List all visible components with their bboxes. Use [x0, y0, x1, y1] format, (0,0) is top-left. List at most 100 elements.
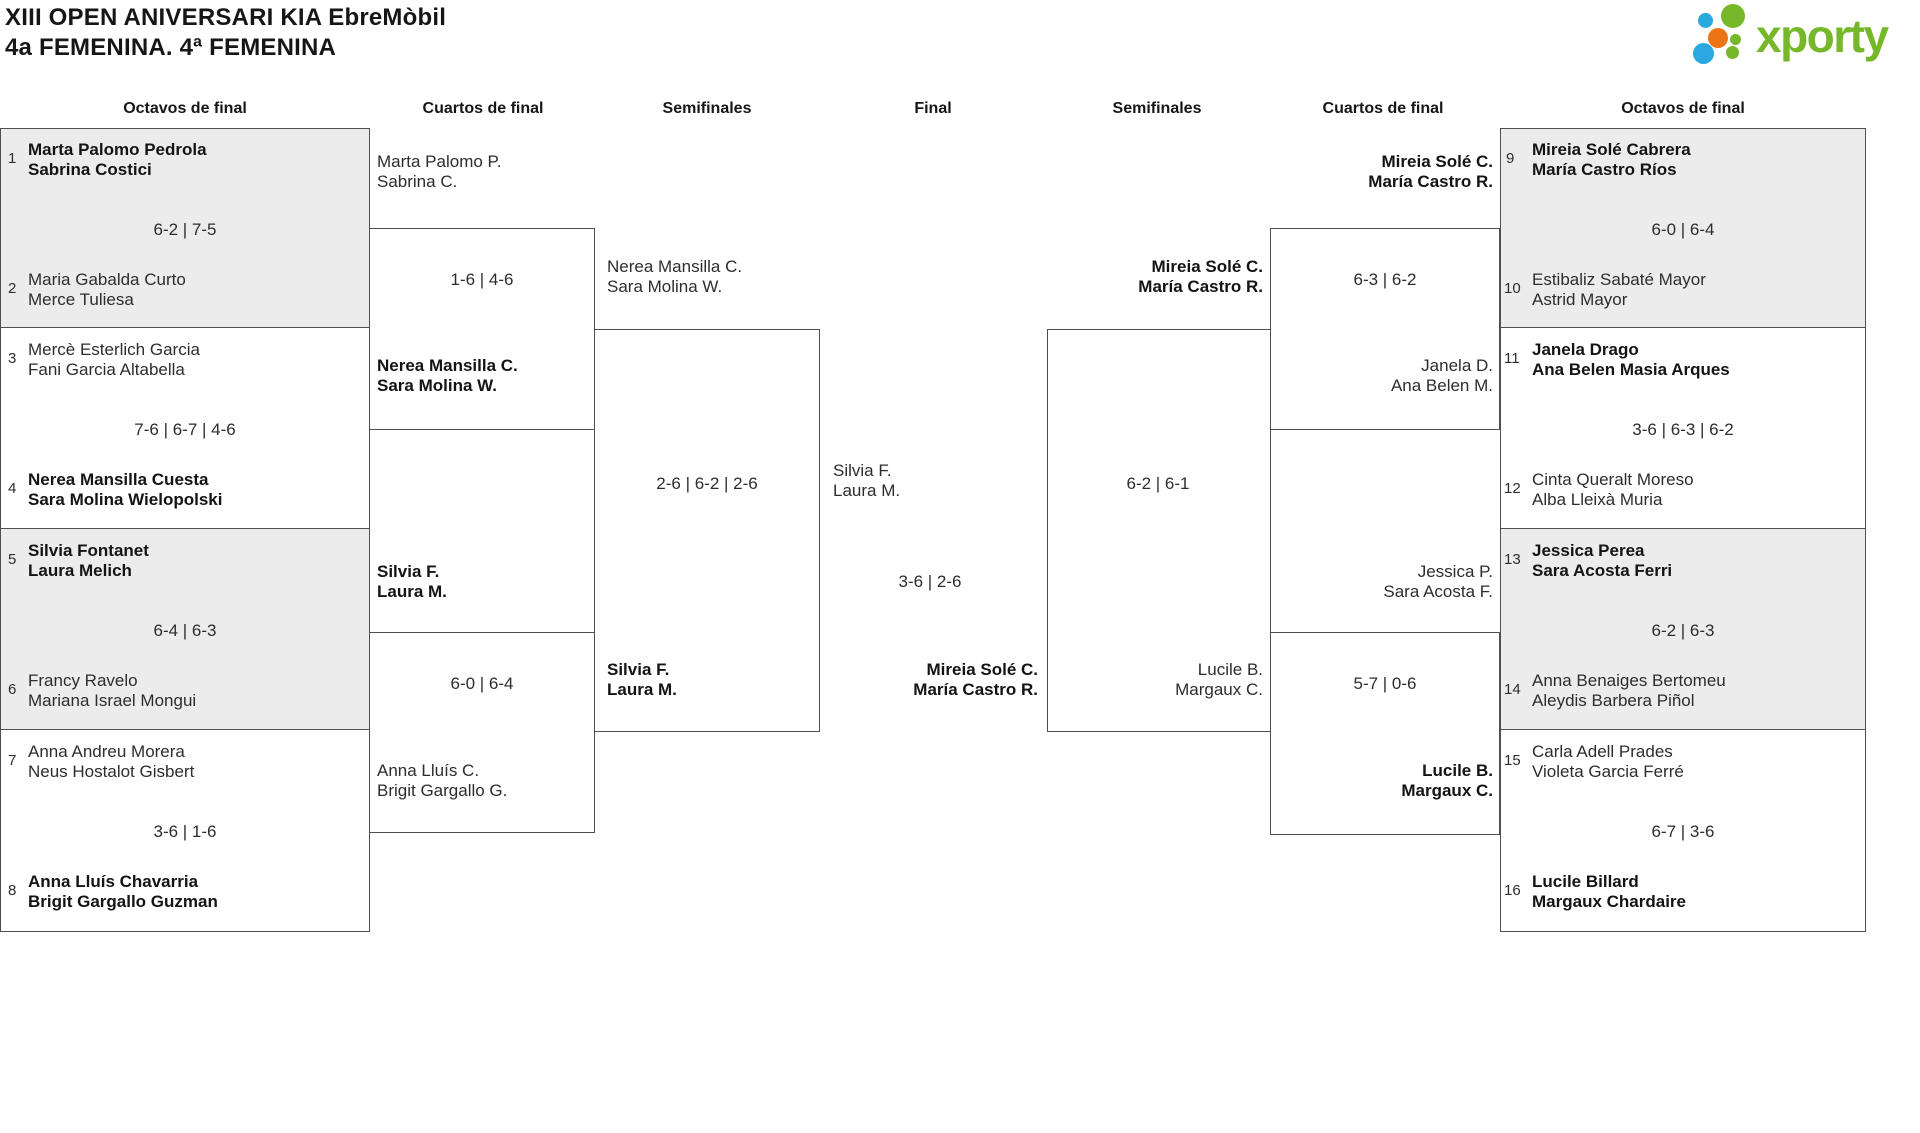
player-name: Sara Acosta Ferri — [1532, 560, 1673, 580]
team-pair: Lucile Billard Margaux Chardaire — [1532, 872, 1686, 911]
player-name: Lucile Billard — [1532, 872, 1639, 891]
player-name: Sabrina C. — [377, 171, 458, 191]
team-pair: Cinta Queralt Moreso Alba Lleixà Muria — [1532, 470, 1694, 509]
match-score: 7-6 | 6-7 | 4-6 — [134, 420, 236, 439]
column-header-semifinales-right: Semifinales — [1112, 100, 1202, 117]
seed-number: 8 — [8, 882, 17, 899]
player-name: Anna Lluís Chavarria — [28, 872, 199, 891]
team-pair: Jessica P. Sara Acosta F. — [1383, 562, 1493, 601]
player-name: Ana Belen Masia Arques — [1532, 359, 1730, 379]
player-name: Jessica Perea — [1532, 541, 1645, 560]
player-name: Sara Molina Wielopolski — [28, 489, 223, 509]
player-name: Mireia Solé C. — [926, 660, 1038, 679]
team-pair: Nerea Mansilla C. Sara Molina W. — [377, 356, 518, 395]
team-pair: Carla Adell Prades Violeta Garcia Ferré — [1532, 742, 1684, 781]
match-score: 6-2 | 6-3 — [1651, 621, 1715, 640]
seed-number: 5 — [8, 551, 17, 568]
match-box-qf-right-top — [1270, 228, 1500, 430]
player-name: Cinta Queralt Moreso — [1532, 470, 1694, 489]
player-name: Laura M. — [607, 679, 677, 699]
player-name: Mireia Solé C. — [1151, 257, 1263, 276]
player-name: Marta Palomo P. — [377, 152, 502, 171]
player-name: Fani Garcia Altabella — [28, 359, 185, 379]
team-pair: Janela D. Ana Belen M. — [1391, 356, 1493, 395]
match-score: 6-4 | 6-3 — [153, 621, 217, 640]
player-name: Carla Adell Prades — [1532, 742, 1673, 761]
seed-number: 10 — [1504, 280, 1521, 297]
team-pair: Lucile B. Margaux C. — [1401, 761, 1493, 800]
match-box-r16-11-12 — [1500, 327, 1866, 529]
player-name: Lucile B. — [1422, 761, 1493, 780]
column-header-octavos-right: Octavos de final — [1621, 100, 1745, 117]
match-score: 5-7 | 0-6 — [1353, 674, 1417, 693]
team-pair: Mireia Solé C. María Castro R. — [913, 660, 1038, 699]
seed-number: 13 — [1504, 551, 1521, 568]
player-name: Lucile B. — [1197, 660, 1263, 679]
logo-dot-orange — [1708, 28, 1728, 48]
player-name: Sara Molina W. — [377, 375, 497, 395]
team-pair: Nerea Mansilla Cuesta Sara Molina Wielop… — [28, 470, 222, 509]
match-score: 3-6 | 2-6 — [898, 572, 962, 591]
team-pair: Silvia F. Laura M. — [607, 660, 677, 699]
match-box-qf-right-bottom — [1270, 632, 1500, 835]
seed-number: 9 — [1506, 150, 1515, 167]
player-name: Janela D. — [1421, 356, 1493, 375]
player-name: Brigit Gargallo Guzman — [28, 891, 218, 911]
match-score: 6-7 | 3-6 — [1651, 822, 1715, 841]
seed-number: 1 — [8, 150, 17, 167]
logo-dot-green-large — [1721, 4, 1745, 28]
team-pair: Lucile B. Margaux C. — [1175, 660, 1263, 699]
column-header-cuartos-right: Cuartos de final — [1322, 100, 1444, 117]
player-name: Sara Molina W. — [607, 276, 723, 296]
match-box-r16-1-2 — [0, 128, 370, 328]
player-name: Alba Lleixà Muria — [1532, 489, 1663, 509]
match-box-qf-left-top — [369, 228, 595, 430]
player-name: Francy Ravelo — [28, 671, 138, 690]
team-pair: Marta Palomo Pedrola Sabrina Costici — [28, 140, 207, 179]
column-header-octavos-left: Octavos de final — [123, 100, 247, 117]
player-name: Anna Andreu Morera — [28, 742, 185, 761]
seed-number: 7 — [8, 752, 17, 769]
player-name: Maria Gabalda Curto — [28, 270, 186, 289]
team-pair: Anna Lluís C. Brigit Gargallo G. — [377, 761, 507, 800]
team-pair: Mireia Solé C. María Castro R. — [1368, 152, 1493, 191]
player-name: Margaux C. — [1401, 780, 1493, 800]
xporty-logo[interactable]: xporty — [1688, 0, 1916, 72]
player-name: Silvia F. — [833, 461, 892, 480]
match-box-qf-left-bottom — [369, 632, 595, 833]
player-name: Nerea Mansilla C. — [377, 356, 518, 375]
player-name: Silvia F. — [377, 562, 440, 581]
team-pair: Estibaliz Sabaté Mayor Astrid Mayor — [1532, 270, 1706, 309]
team-pair: Anna Andreu Morera Neus Hostalot Gisbert — [28, 742, 194, 781]
team-pair: Maria Gabalda Curto Merce Tuliesa — [28, 270, 186, 309]
team-pair: Jessica Perea Sara Acosta Ferri — [1532, 541, 1672, 580]
player-name: Laura M. — [833, 480, 901, 500]
match-score: 3-6 | 6-3 | 6-2 — [1632, 420, 1734, 439]
player-name: María Castro R. — [1368, 171, 1493, 191]
match-score: 6-3 | 6-2 — [1353, 270, 1417, 289]
player-name: Estibaliz Sabaté Mayor — [1532, 270, 1706, 289]
match-box-r16-7-8 — [0, 729, 370, 932]
player-name: Sara Acosta F. — [1383, 581, 1493, 601]
team-pair: Marta Palomo P. Sabrina C. — [377, 152, 501, 191]
category-name: 4a FEMENINA. 4ª FEMENINA — [5, 34, 337, 61]
team-pair: Silvia F. Laura M. — [377, 562, 447, 601]
player-name: Aleydis Barbera Piñol — [1532, 690, 1695, 710]
team-pair: Mireia Solé C. María Castro R. — [1138, 257, 1263, 296]
logo-dot-green-small — [1726, 46, 1739, 59]
player-name: Brigit Gargallo G. — [377, 780, 508, 800]
column-header-semifinales-left: Semifinales — [662, 100, 752, 117]
page-title: XIII OPEN ANIVERSARI KIA EbreMòbil 4a FE… — [5, 3, 446, 63]
player-name: Violeta Garcia Ferré — [1532, 761, 1684, 781]
seed-number: 11 — [1504, 350, 1520, 367]
player-name: Laura Melich — [28, 560, 132, 580]
team-pair: Silvia F. Laura M. — [833, 461, 900, 500]
player-name: Janela Drago — [1532, 340, 1639, 359]
player-name: Mireia Solé Cabrera — [1532, 140, 1691, 159]
player-name: Marta Palomo Pedrola — [28, 140, 207, 159]
player-name: Nerea Mansilla Cuesta — [28, 470, 209, 489]
seed-number: 6 — [8, 681, 17, 698]
player-name: Mireia Solé C. — [1381, 152, 1493, 171]
seed-number: 12 — [1504, 480, 1521, 497]
